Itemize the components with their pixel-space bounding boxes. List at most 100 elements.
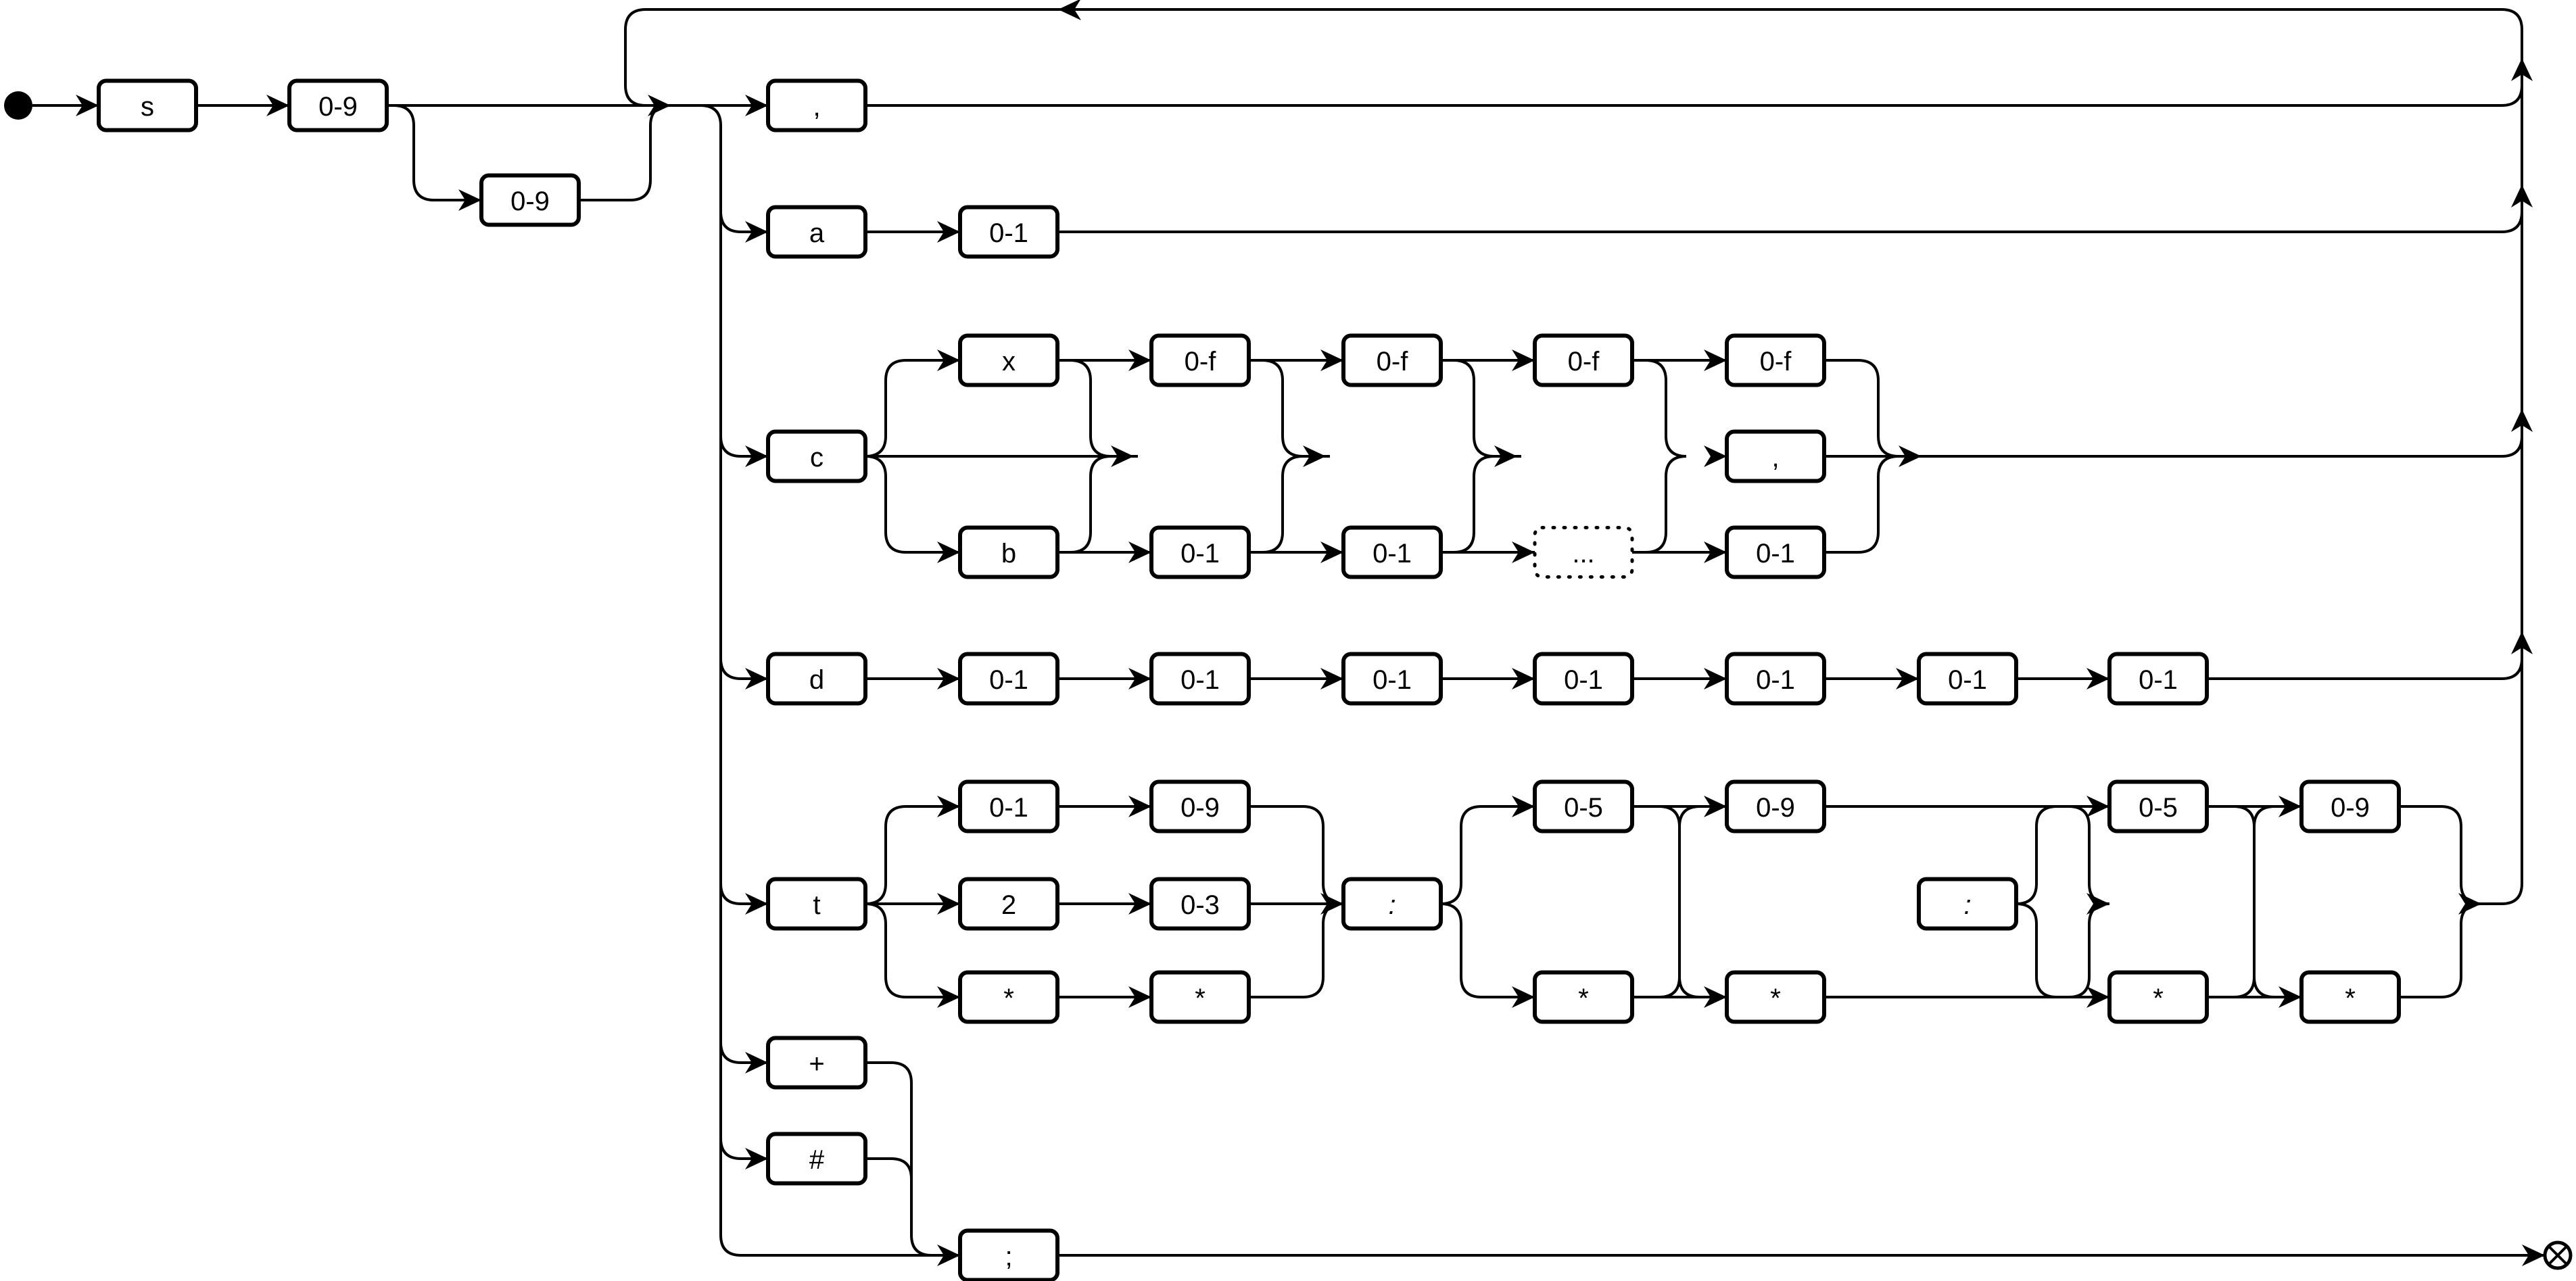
- token-box-cx2: 0-f: [1341, 333, 1443, 387]
- arrowhead-icon: [937, 668, 960, 690]
- token-box-dd2: 0-1: [1149, 652, 1251, 706]
- exit-arrow-icon: [2522, 1244, 2545, 1266]
- arrowhead-icon: [1704, 445, 1727, 467]
- return-connector: [1899, 435, 2523, 458]
- merge-connector: [1452, 455, 1495, 554]
- token-box-ts4: *: [2299, 970, 2401, 1024]
- arrowhead-icon: [1111, 445, 1134, 467]
- arrowhead-icon: [2511, 58, 2533, 81]
- token-box-dd5: 0-1: [1725, 652, 1826, 706]
- branch-connector: [865, 902, 960, 998]
- arrowhead-icon: [1512, 796, 1535, 817]
- arrowhead-icon: [1704, 986, 1727, 1008]
- token-label: 0-9: [510, 187, 550, 216]
- branch-spine: [700, 104, 960, 1257]
- token-box-tm1: 0-5: [1533, 779, 1634, 833]
- token-box-cx1: 0-f: [1149, 333, 1251, 387]
- arrowhead-icon: [937, 796, 960, 817]
- arrowhead-icon: [1320, 541, 1343, 563]
- token-label: ,: [1771, 443, 1779, 473]
- merge-connector: [2399, 805, 2482, 905]
- merge-connector: [1262, 455, 1304, 554]
- token-box-dd1: 0-1: [958, 652, 1059, 706]
- token-label: 0-9: [318, 92, 358, 122]
- branch-connector: [865, 805, 960, 905]
- arrowhead-icon: [937, 221, 960, 243]
- return-connector: [2207, 658, 2523, 680]
- return-connector: [2481, 883, 2523, 905]
- merge-connector: [1452, 359, 1495, 458]
- token-box-tc1: :: [1341, 877, 1443, 931]
- branch-connector: [719, 883, 768, 905]
- cross-connector: [1659, 805, 1681, 827]
- token-label: :: [1963, 890, 1971, 920]
- token-box-th3a: *: [958, 970, 1059, 1024]
- cross-connector: [1659, 976, 1681, 998]
- cross-connector: [2233, 976, 2256, 998]
- token-box-tm3: 0-9: [1725, 779, 1826, 833]
- arrowhead-icon: [1128, 986, 1151, 1008]
- branch-connector: [719, 1042, 768, 1064]
- arrowhead-icon: [745, 221, 768, 243]
- token-label: 0-f: [1377, 347, 1409, 377]
- token-box-d: d: [766, 652, 867, 706]
- branch-connector: [719, 658, 768, 680]
- merge-connector: [1249, 805, 1344, 905]
- arrowhead-icon: [2511, 631, 2533, 654]
- token-label: 0-1: [1756, 665, 1795, 695]
- end-node-icon: [2543, 1240, 2573, 1270]
- branch-connector: [719, 435, 768, 458]
- arrowhead-icon: [1320, 893, 1343, 915]
- token-box-t: t: [766, 877, 867, 931]
- token-box-cx: x: [958, 333, 1059, 387]
- token-label: 0-f: [1568, 347, 1600, 377]
- token-label: #: [809, 1145, 825, 1175]
- token-box-d2: 0-9: [479, 173, 581, 227]
- token-label: 0-1: [1180, 665, 1220, 695]
- token-label: *: [1770, 984, 1781, 1013]
- merge-connector: [1262, 359, 1304, 458]
- arrowhead-icon: [1512, 668, 1535, 690]
- token-label: *: [1578, 984, 1589, 1013]
- token-label: 0-9: [1180, 793, 1220, 823]
- token-label: *: [2345, 984, 2356, 1013]
- token-label: s: [141, 92, 154, 122]
- arrowhead-icon: [1128, 796, 1151, 817]
- cross-connector: [2253, 805, 2275, 827]
- token-box-tc2: :: [1917, 877, 2018, 931]
- merge-connector: [865, 1061, 932, 1257]
- token-label: *: [1003, 984, 1014, 1013]
- branch-connector: [2016, 902, 2109, 998]
- token-box-cb2: 0-1: [1341, 525, 1443, 579]
- arrowhead-icon: [1704, 541, 1727, 563]
- token-box-th2b: 0-3: [1149, 877, 1251, 931]
- token-label: 0-f: [1760, 347, 1792, 377]
- cross-connector: [2253, 976, 2275, 998]
- branch-connector: [719, 1138, 768, 1160]
- arrowhead-icon: [2511, 409, 2533, 432]
- merge-connector: [2399, 902, 2482, 998]
- branch-connector: [865, 359, 960, 458]
- arrowhead-icon: [1512, 349, 1535, 371]
- merge-connector: [1645, 359, 1687, 458]
- merge-connector: [1249, 902, 1344, 998]
- token-box-s: s: [97, 78, 198, 132]
- arrowhead-icon: [2086, 986, 2109, 1008]
- token-box-ts3: 0-9: [2299, 779, 2401, 833]
- token-label: ,: [813, 92, 820, 122]
- token-box-c: c: [766, 429, 867, 483]
- arrowhead-icon: [745, 668, 768, 690]
- return-connector: [1057, 211, 2523, 233]
- arrowhead-icon: [1128, 668, 1151, 690]
- arrowhead-icon: [745, 95, 768, 116]
- merge-connector: [1645, 455, 1687, 554]
- token-box-a: a: [766, 205, 867, 259]
- arrowhead-icon: [648, 95, 671, 116]
- token-box-hash: #: [766, 1132, 867, 1186]
- arrowhead-icon: [1704, 796, 1727, 817]
- arrowhead-icon: [937, 986, 960, 1008]
- arrowhead-icon: [1320, 668, 1343, 690]
- token-box-d1: 0-9: [287, 78, 389, 132]
